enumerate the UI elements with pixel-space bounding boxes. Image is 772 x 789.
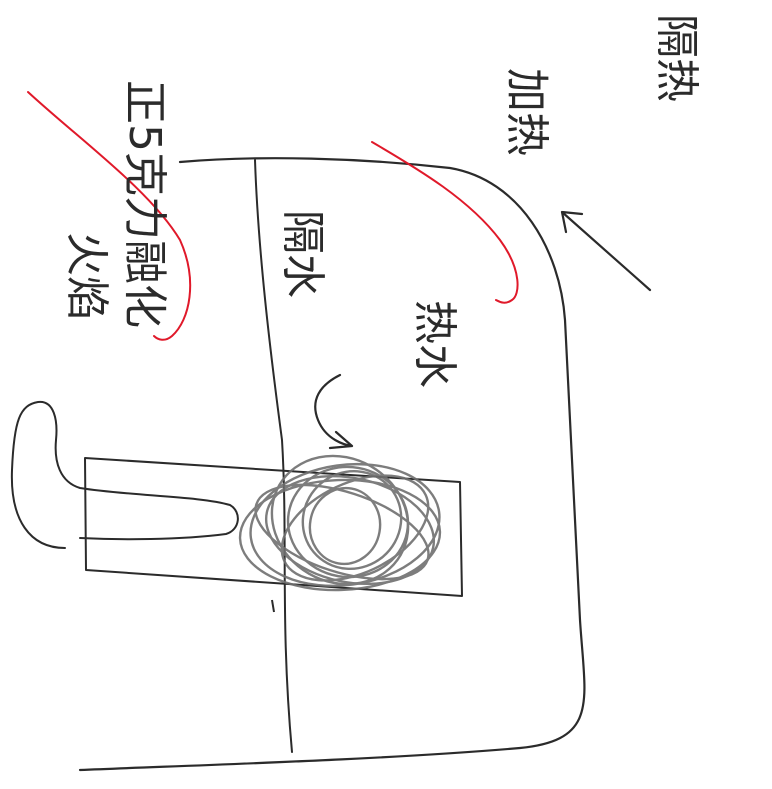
- arrow-heat: [560, 210, 652, 292]
- outer-pot-outline: [78, 157, 586, 772]
- label-flame: 火焰: [61, 232, 112, 320]
- bowl-handle: [10, 400, 239, 549]
- chocolate-scribble: [238, 454, 442, 592]
- water-divider-line: [254, 159, 293, 753]
- label-insulation: 隔热: [651, 14, 702, 102]
- label-heating: 加热: [501, 68, 552, 156]
- label-chocolate-melt: 正5克力融化: [119, 80, 170, 328]
- label-hot-water: 热水: [409, 300, 460, 388]
- red-curve-right: [371, 141, 519, 304]
- label-water-bath: 隔水: [277, 210, 328, 298]
- arrow-water: [314, 373, 354, 450]
- divider-tick: [271, 599, 275, 613]
- red-curve-left: [27, 91, 192, 341]
